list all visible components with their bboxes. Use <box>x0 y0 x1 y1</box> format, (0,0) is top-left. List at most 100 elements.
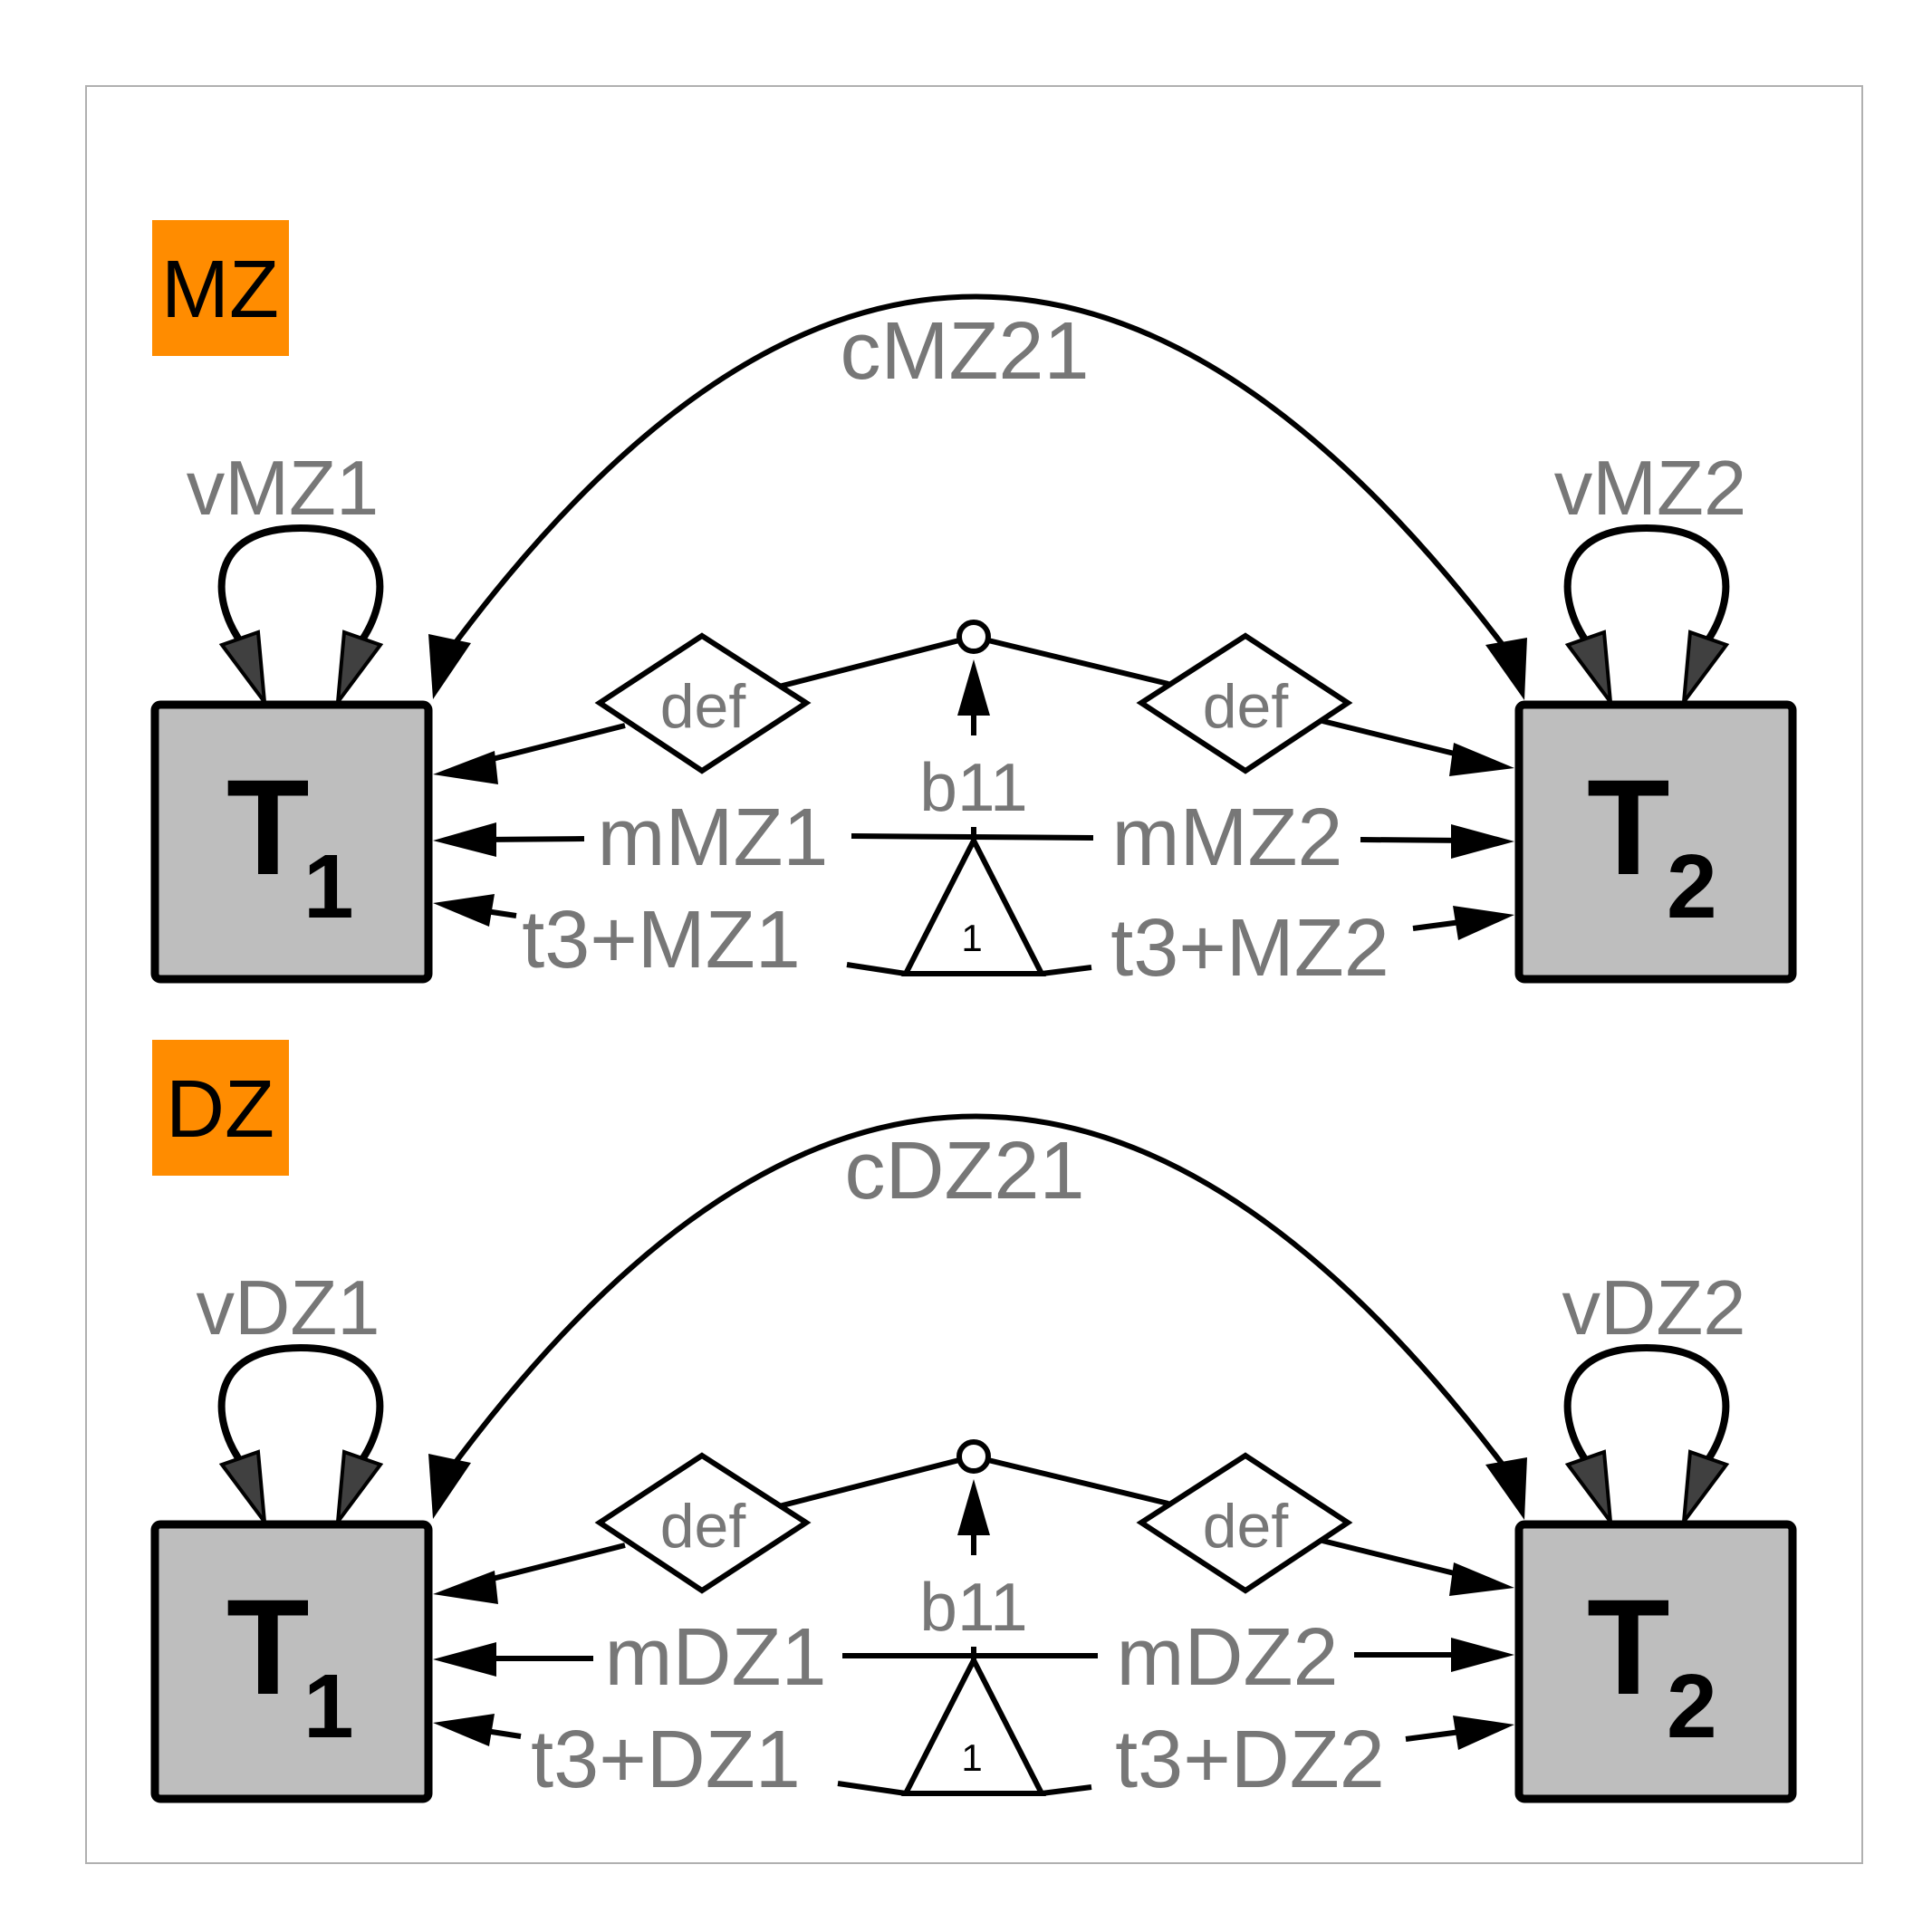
arrowhead-threshold-right <box>1453 1716 1514 1750</box>
arrowhead-cov-left <box>428 634 471 699</box>
def-line-right-lower <box>1322 1538 1477 1581</box>
threshold-label-t2: t3+MZ2 <box>1110 903 1389 994</box>
definition-diamond-left <box>594 1452 812 1594</box>
variance-label-t1: vDZ1 <box>196 1265 380 1351</box>
variance-loop-t2 <box>1563 1343 1730 1467</box>
arrowhead-mean-right <box>1451 1638 1514 1672</box>
loop-arrowhead-left-t1 <box>218 1449 267 1528</box>
loop-arrowhead-right-t1 <box>335 630 384 708</box>
diagram-border <box>85 85 1863 1864</box>
node-box-t2 <box>1514 700 1797 984</box>
def-line-right-lower <box>1322 718 1477 762</box>
variance-label-t2: vMZ2 <box>1554 446 1747 532</box>
def-line-left-lower <box>470 1543 626 1587</box>
loop-arrowhead-left-t2 <box>1564 630 1613 708</box>
node-box-t1 <box>150 700 433 984</box>
group-label-bg <box>152 220 289 356</box>
variance-label-t2: vDZ2 <box>1562 1265 1745 1351</box>
def-line-right-upper <box>987 638 1169 687</box>
covariance-arc <box>446 1113 1511 1474</box>
def-line-left-upper <box>778 638 960 689</box>
arrowhead-mean-left <box>433 822 496 857</box>
group-mz: MZ cMZ21 vMZ1 vMZ2 def def b11 <box>150 220 1797 994</box>
variance-loop-t2 <box>1563 524 1730 648</box>
node-label-t1-main: T <box>226 1571 310 1723</box>
threshold-line-left-lower <box>837 1781 907 1796</box>
definition-diamond-right <box>1136 632 1353 774</box>
definition-label-right: def <box>1203 672 1289 741</box>
node-box-t1 <box>150 1520 433 1803</box>
mean-label-t2: mDZ2 <box>1117 1612 1339 1703</box>
node-label-t2-main: T <box>1587 1571 1670 1723</box>
covariance-arc <box>446 293 1511 654</box>
arrowhead-regression <box>957 659 990 716</box>
covariance-label: cMZ21 <box>840 306 1089 397</box>
definition-label-right: def <box>1203 1492 1289 1561</box>
group-dz: DZ cDZ21 vDZ1 vDZ2 def def b11 mDZ1 <box>150 1040 1797 1805</box>
mean-line-left <box>479 836 585 842</box>
mean-label-t2: mMZ2 <box>1112 793 1343 883</box>
group-label: DZ <box>166 1064 274 1155</box>
loop-arrowhead-right-t2 <box>1681 630 1730 708</box>
arrowhead-def-left <box>433 1571 498 1604</box>
arrowhead-cov-right <box>1485 638 1527 700</box>
node-label-t1-main: T <box>226 751 310 903</box>
arrowhead-cov-right <box>1485 1457 1527 1520</box>
definition-node <box>956 620 991 654</box>
node-label-t1-sub: 1 <box>303 1656 354 1757</box>
variance-label-t1: vMZ1 <box>187 446 380 532</box>
arrowhead-cov-left <box>428 1454 471 1519</box>
loop-arrowhead-left-t2 <box>1564 1449 1613 1528</box>
definition-diamond-right <box>1136 1452 1353 1594</box>
loop-arrowhead-left-t1 <box>218 630 267 708</box>
arrowhead-regression <box>957 1479 990 1535</box>
definition-label-left: def <box>660 672 746 741</box>
group-label-bg <box>152 1040 289 1176</box>
threshold-line-right-lower <box>1041 965 1092 976</box>
node-label-t2-main: T <box>1587 751 1670 903</box>
constant-triangle <box>901 834 1046 976</box>
node-label-t2-sub: 2 <box>1667 1656 1717 1757</box>
observed-node-t1: T 1 <box>150 1520 433 1803</box>
def-line-left-lower <box>470 723 626 767</box>
observed-node-t2: T 2 <box>1514 1520 1797 1803</box>
threshold-line-left-lower <box>846 962 907 976</box>
mean-label-t1: mMZ1 <box>598 793 829 883</box>
definition-diamond-left <box>594 632 812 774</box>
constant-triangle <box>901 1654 1046 1796</box>
threshold-label-t1: t3+MZ1 <box>522 895 801 985</box>
constant-label: 1 <box>961 917 982 959</box>
def-line-left-upper <box>778 1457 960 1509</box>
loop-arrowhead-right-t1 <box>335 1449 384 1528</box>
node-label-t2-sub: 2 <box>1667 836 1717 937</box>
arrowhead-threshold-left <box>433 894 495 927</box>
threshold-label-t2: t3+DZ2 <box>1115 1715 1385 1805</box>
def-line-right-upper <box>987 1457 1169 1506</box>
covariance-label: cDZ21 <box>844 1126 1084 1216</box>
arrowhead-def-left <box>433 751 498 784</box>
arrowhead-threshold-left <box>433 1714 495 1746</box>
regression-label: b11 <box>919 1569 1028 1645</box>
constant-label: 1 <box>961 1736 982 1779</box>
variance-loop-t1 <box>217 524 384 648</box>
threshold-label-t1: t3+DZ1 <box>531 1715 801 1805</box>
arrowhead-def-right <box>1449 1562 1514 1596</box>
observed-node-t1: T 1 <box>150 700 433 984</box>
node-label-t1-sub: 1 <box>303 836 354 937</box>
arrowhead-threshold-right <box>1453 906 1514 940</box>
loop-arrowhead-right-t2 <box>1681 1449 1730 1528</box>
arrowhead-mean-left <box>433 1642 496 1677</box>
observed-node-t2: T 2 <box>1514 700 1797 984</box>
variance-loop-t1 <box>217 1343 384 1467</box>
group-label: MZ <box>161 245 279 335</box>
mean-line-right <box>1360 837 1468 843</box>
threshold-line-right-lower <box>1041 1784 1092 1796</box>
definition-label-left: def <box>660 1492 746 1561</box>
arrowhead-def-right <box>1449 743 1514 776</box>
mean-label-t1: mDZ1 <box>605 1612 827 1703</box>
node-box-t2 <box>1514 1520 1797 1803</box>
arrowhead-mean-right <box>1451 824 1514 859</box>
definition-node <box>956 1439 991 1474</box>
